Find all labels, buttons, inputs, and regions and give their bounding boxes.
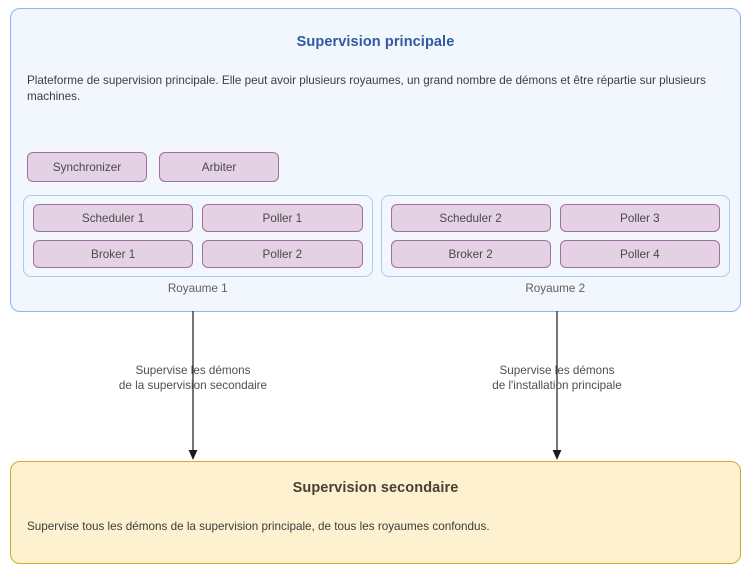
- secondary-panel-title: Supervision secondaire: [292, 480, 459, 496]
- realm-1: Scheduler 1 Poller 1 Broker 1 Poller 2 R…: [23, 195, 373, 295]
- primary-panel-title: Supervision principale: [296, 34, 455, 50]
- primary-supervision-panel: Supervision principale Plateforme de sup…: [10, 8, 741, 312]
- secondary-supervision-panel: Supervision secondaire Supervise tous le…: [10, 461, 741, 564]
- realm-2-caption: Royaume 2: [525, 282, 586, 295]
- arrow-label-right: Supervise les démons de l'installation p…: [492, 364, 622, 392]
- arrow-label-left: Supervise les démons de la supervision s…: [118, 364, 268, 392]
- secondary-panel-description: Supervise tous les démons de la supervis…: [27, 520, 490, 533]
- realms-row: Scheduler 1 Poller 1 Broker 1 Poller 2 R…: [23, 195, 730, 295]
- daemon-box-scheduler-1[interactable]: Scheduler 1: [33, 204, 194, 232]
- realm-1-caption: Royaume 1: [167, 282, 228, 295]
- primary-panel-description: Plateforme de supervision principale. El…: [27, 74, 706, 103]
- daemon-box-broker-2[interactable]: Broker 2: [390, 240, 551, 268]
- global-daemons-row: Synchronizer Arbiter: [27, 152, 279, 182]
- daemon-box-poller-1[interactable]: Poller 1: [202, 204, 363, 232]
- realm-2-daemon-grid: Scheduler 2 Poller 3 Broker 2 Poller 4: [380, 195, 730, 277]
- daemon-box-arbiter[interactable]: Arbiter: [159, 152, 279, 182]
- daemon-box-broker-1[interactable]: Broker 1: [33, 240, 194, 268]
- daemon-box-poller-2[interactable]: Poller 2: [202, 240, 363, 268]
- arrow-down-icon-right: [552, 311, 562, 460]
- daemon-box-scheduler-2[interactable]: Scheduler 2: [390, 204, 551, 232]
- daemon-box-poller-4[interactable]: Poller 4: [559, 240, 720, 268]
- realm-2: Scheduler 2 Poller 3 Broker 2 Poller 4 R…: [380, 195, 730, 295]
- daemon-box-poller-3[interactable]: Poller 3: [559, 204, 720, 232]
- arrow-down-icon-left: [188, 311, 198, 460]
- realm-1-daemon-grid: Scheduler 1 Poller 1 Broker 1 Poller 2: [23, 195, 373, 277]
- daemon-box-synchronizer[interactable]: Synchronizer: [27, 152, 147, 182]
